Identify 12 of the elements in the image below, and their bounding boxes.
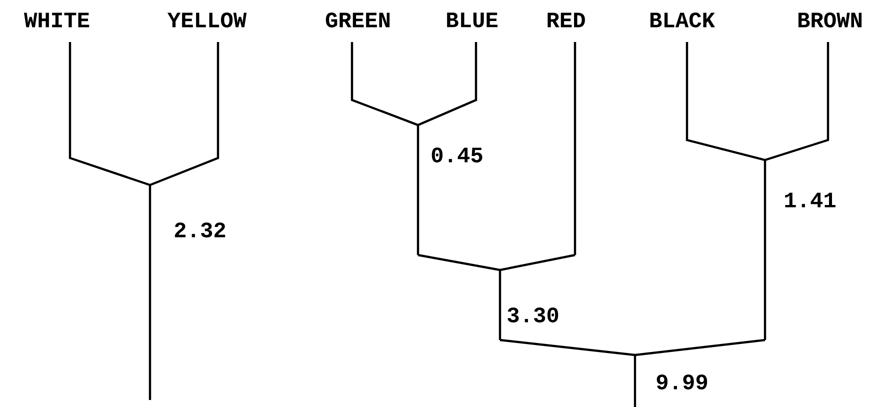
- distance-label: 1.41: [785, 192, 836, 208]
- distance-label: 0.45: [432, 148, 482, 162]
- leaf-label: GREEN: [326, 12, 390, 28]
- leaf-label: BLACK: [650, 12, 715, 28]
- distance-label: 2.32: [174, 222, 226, 238]
- leaf-label: BROWN: [798, 12, 862, 28]
- leaf-label: RED: [548, 12, 585, 28]
- leaf-label: YELLOW: [167, 12, 247, 28]
- distance-label: 3.30: [508, 308, 558, 322]
- leaf-label: BLUE: [447, 12, 498, 28]
- leaf-label: WHITE: [24, 12, 90, 28]
- distance-label: 9.99: [656, 374, 708, 390]
